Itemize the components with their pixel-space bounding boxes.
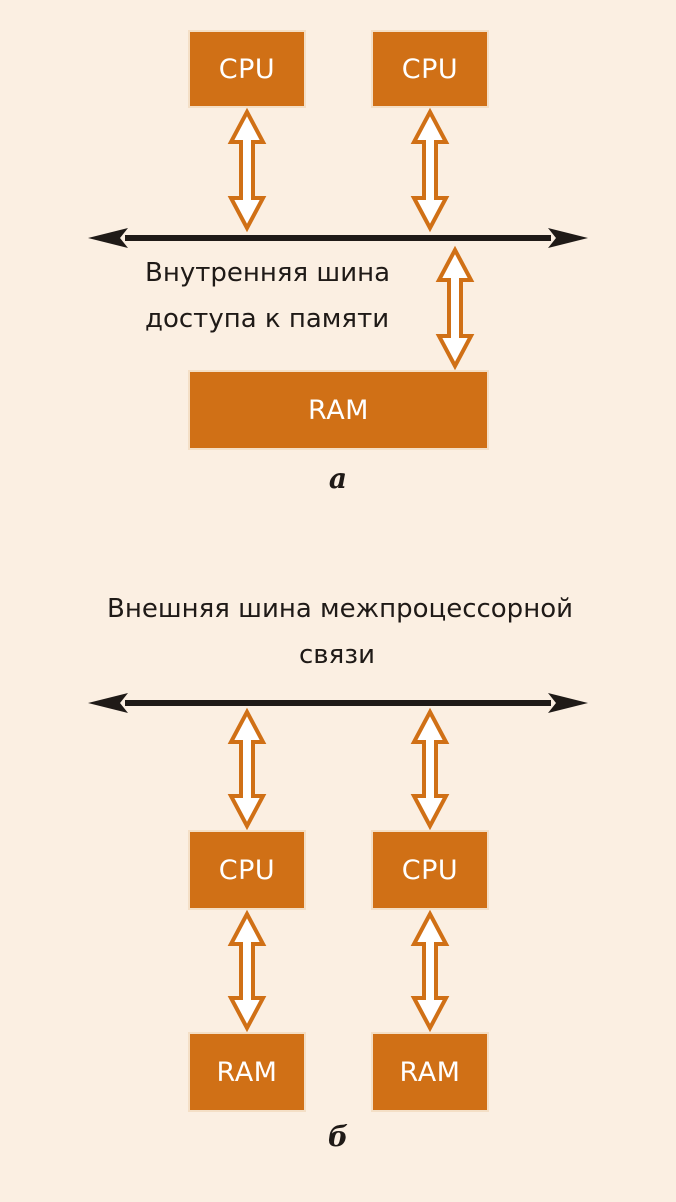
diagram-a-bus-label-line2: доступа к памяти xyxy=(145,304,390,334)
diagram-a-caption: а xyxy=(328,462,348,495)
diagram-b-bus-cpu-2-arrow xyxy=(410,707,450,831)
diagram-b-ram-1: RAM xyxy=(188,1032,306,1112)
diagram-a-cpu-2-bus-arrow xyxy=(410,107,450,233)
diagram-b-cpu-2: CPU xyxy=(371,830,489,910)
diagram-a-cpu-2: CPU xyxy=(371,30,489,108)
diagram-a-cpu-1: CPU xyxy=(188,30,306,108)
diagram-b-bus-label-line1: Внешняя шина межпроцессорной xyxy=(107,594,573,624)
diagram-a-bus-arrow xyxy=(88,228,588,248)
diagram-a-bus-label-line1: Внутренняя шина xyxy=(145,258,391,288)
diagram-a-cpu-1-bus-arrow xyxy=(227,107,267,233)
diagram-b-bus-label-line2: связи xyxy=(299,640,375,670)
diagram-b-caption: б xyxy=(327,1120,349,1153)
diagram-b-cpu-1-ram-1-arrow xyxy=(227,909,267,1033)
diagram-a-ram: RAM xyxy=(188,370,489,450)
diagram-b-cpu-2-ram-2-arrow xyxy=(410,909,450,1033)
diagram-b-cpu-1: CPU xyxy=(188,830,306,910)
diagram-a-bus-ram-arrow xyxy=(435,245,475,371)
diagram-b-bus-arrow xyxy=(88,693,588,713)
diagram-b-bus-cpu-1-arrow xyxy=(227,707,267,831)
diagram-b-ram-2: RAM xyxy=(371,1032,489,1112)
